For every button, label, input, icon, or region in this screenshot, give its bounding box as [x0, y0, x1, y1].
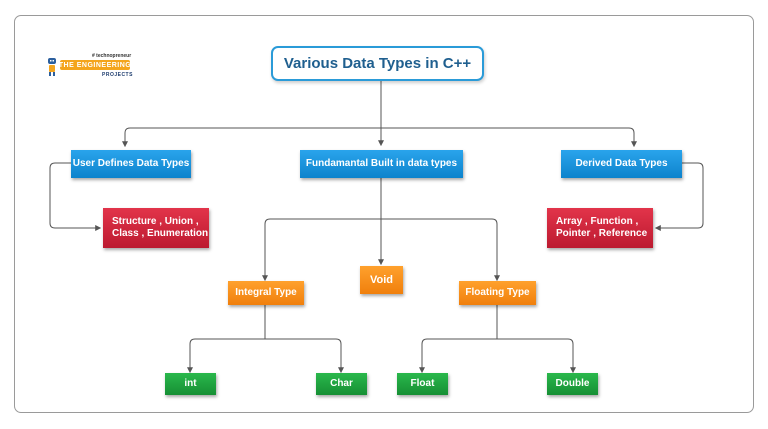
logo-name: THE ENGINEERING [58, 60, 132, 70]
node-int: int [165, 373, 216, 395]
node-fundamental: Fundamantal Built in data types [300, 150, 463, 178]
node-user-defined-detail: Structure , Union , Class , Enumeration [103, 208, 209, 248]
brand-logo: # technopreneur THE ENGINEERING PROJECTS [44, 53, 134, 81]
node-double: Double [547, 373, 598, 395]
connector-derived-detail [654, 162, 704, 231]
connector-user-defined-detail [49, 162, 102, 231]
node-derived: Derived Data Types [561, 150, 682, 178]
derived-detail-line1: Array , Function , [556, 216, 639, 227]
node-void: Void [360, 266, 403, 294]
connector-integral-bar [189, 338, 342, 371]
logo-sub: PROJECTS [102, 72, 133, 78]
node-float: Float [397, 373, 448, 395]
node-char: Char [316, 373, 367, 395]
derived-detail-line2: Pointer , Reference [556, 228, 648, 239]
connector-floating-bar [421, 338, 574, 371]
node-user-defined: User Defines Data Types [71, 150, 191, 178]
connector-title-bar [124, 127, 635, 145]
connector-fundamental-bar [264, 218, 498, 280]
node-integral: Integral Type [228, 281, 304, 305]
robot-icon [48, 58, 56, 76]
node-derived-detail: Array , Function , Pointer , Reference [547, 208, 653, 248]
node-floating: Floating Type [459, 281, 536, 305]
logo-tagline: # technopreneur [92, 53, 132, 59]
user-defined-detail-line1: Structure , Union , [112, 216, 199, 227]
diagram-title: Various Data Types in C++ [271, 46, 484, 81]
user-defined-detail-line2: Class , Enumeration [112, 228, 209, 239]
